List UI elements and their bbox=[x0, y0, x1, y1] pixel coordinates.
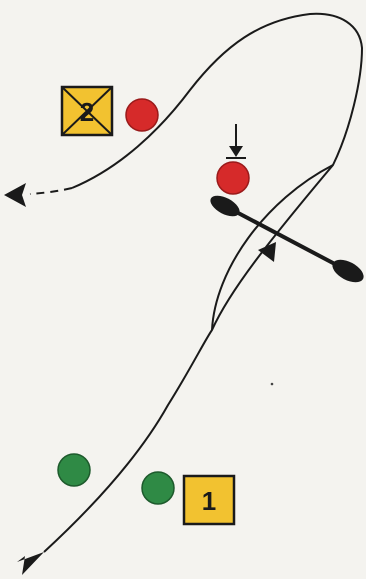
gate-2-sign: 2 bbox=[62, 87, 112, 135]
red-buoy-gate-2 bbox=[126, 99, 158, 131]
down-pointer-icon bbox=[226, 124, 246, 158]
exit-arrow-icon bbox=[4, 183, 26, 207]
speck bbox=[271, 383, 274, 386]
gate-1-number: 1 bbox=[202, 486, 216, 516]
exit-dashed-line bbox=[30, 188, 72, 194]
red-buoy-gate-1 bbox=[217, 162, 249, 194]
gate-1-sign: 1 bbox=[184, 476, 234, 524]
entry-arrow-icon bbox=[17, 552, 44, 575]
green-buoy-left bbox=[58, 454, 90, 486]
paddle-icon bbox=[207, 191, 366, 287]
green-buoy-right bbox=[142, 472, 174, 504]
gate-2-number: 2 bbox=[80, 97, 94, 127]
